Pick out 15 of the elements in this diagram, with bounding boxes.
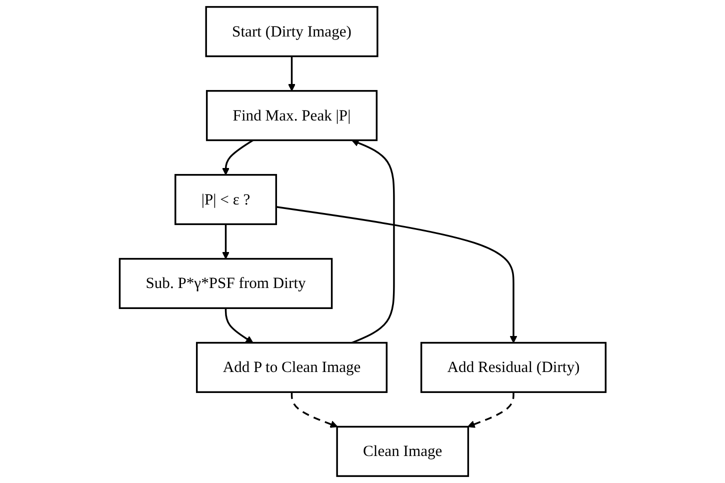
node-box: Sub. P*γ*PSF from Dirty bbox=[118, 258, 332, 310]
arrow bbox=[351, 139, 395, 344]
node-box: Add Residual (Dirty) bbox=[420, 342, 606, 393]
arrow bbox=[290, 392, 338, 428]
node-box: Find Max. Peak |P| bbox=[206, 90, 378, 142]
arrow bbox=[222, 140, 254, 176]
node-box: Add P to Clean Image bbox=[196, 342, 388, 393]
node-box: Start (Dirty Image) bbox=[205, 6, 378, 58]
arrow bbox=[222, 224, 230, 260]
arrow bbox=[467, 392, 514, 428]
arrow bbox=[224, 308, 254, 344]
arrow bbox=[276, 206, 518, 344]
arrow bbox=[288, 56, 296, 92]
node-box: Clean Image bbox=[336, 426, 469, 477]
node-box: |P| < ε ? bbox=[174, 174, 277, 226]
